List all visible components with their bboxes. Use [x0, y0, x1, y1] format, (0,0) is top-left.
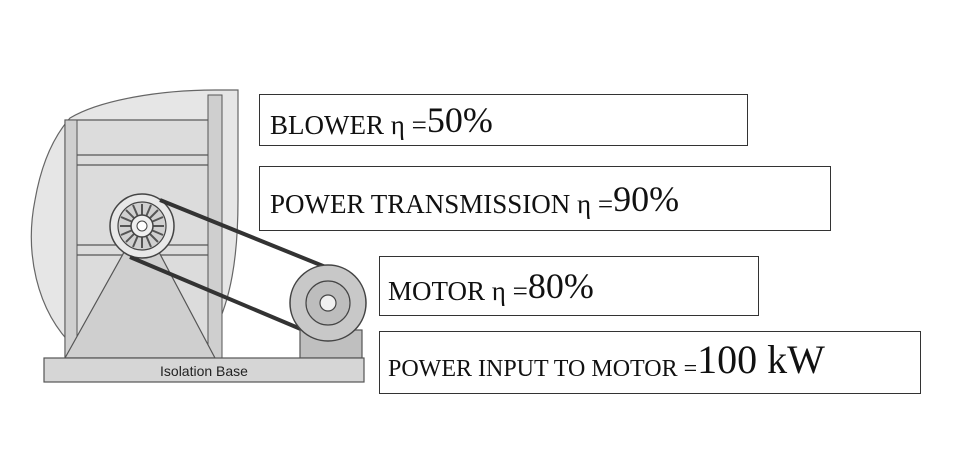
transmission-label-text: POWER TRANSMISSION η =: [270, 189, 614, 219]
power-input-value: 100 kW: [697, 337, 825, 382]
blower-label-text: BLOWER η =: [270, 110, 427, 140]
transmission-efficiency-value: 90%: [613, 179, 680, 219]
isolation-base: [43, 357, 365, 383]
blower-pulley: [109, 193, 175, 259]
motor-efficiency-label: MOTOR η = 80%: [379, 256, 759, 316]
power-input-label-text: POWER INPUT TO MOTOR =: [388, 356, 698, 382]
motor-label-text: MOTOR η =: [388, 276, 528, 306]
transmission-efficiency-label: POWER TRANSMISSION η = 90%: [259, 166, 831, 231]
power-input-label: POWER INPUT TO MOTOR = 100 kW: [379, 331, 921, 394]
motor-pulley: [289, 264, 367, 342]
drive-belt: [129, 198, 329, 340]
blower-efficiency-label: BLOWER η = 50%: [259, 94, 748, 146]
motor-efficiency-value: 80%: [527, 266, 594, 306]
blower-efficiency-value: 50%: [426, 100, 493, 140]
isolation-base-label: Isolation Base: [160, 363, 248, 379]
